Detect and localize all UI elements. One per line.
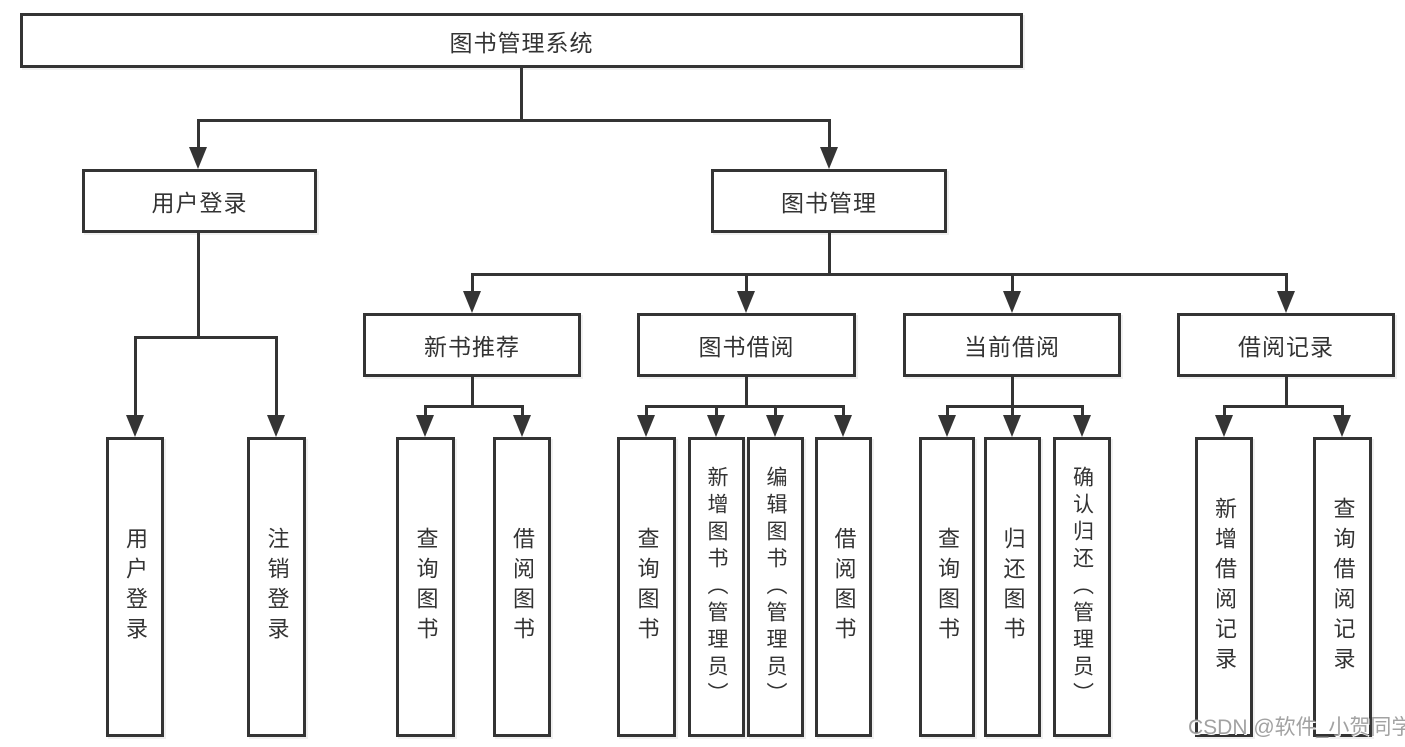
leaf-return-books: 归还图书 <box>984 437 1041 737</box>
connector-line <box>424 405 523 408</box>
arrowhead-down-icon <box>513 415 531 437</box>
connector-line <box>745 377 748 408</box>
node-book-management: 图书管理 <box>711 169 947 233</box>
leaf-edit-books-admin: 编辑图书（管理员） <box>747 437 804 737</box>
leaf-borrow-books: 借阅图书 <box>815 437 872 737</box>
arrowhead-down-icon <box>416 415 434 437</box>
connector-line <box>197 119 200 149</box>
node-book-borrow: 图书借阅 <box>637 313 856 377</box>
node-new-book-recommend: 新书推荐 <box>363 313 581 377</box>
connector-line <box>1285 377 1288 408</box>
connector-line <box>1285 273 1288 293</box>
arrowhead-down-icon <box>637 415 655 437</box>
connector-line <box>521 405 524 417</box>
arrowhead-down-icon <box>1073 415 1091 437</box>
connector-line <box>1341 405 1344 417</box>
csdn-watermark: CSDN @软件_小贺同学 <box>1188 716 1405 739</box>
connector-line <box>275 336 278 417</box>
arrowhead-down-icon <box>737 291 755 313</box>
arrowhead-down-icon <box>820 147 838 169</box>
connector-line <box>520 68 523 119</box>
node-user-login: 用户登录 <box>82 169 317 233</box>
connector-line <box>134 336 278 339</box>
node-root: 图书管理系统 <box>20 13 1023 68</box>
connector-line <box>1011 405 1014 417</box>
connector-line <box>645 405 844 408</box>
connector-line <box>828 233 831 276</box>
arrowhead-down-icon <box>267 415 285 437</box>
leaf-add-books-admin: 新增图书（管理员） <box>688 437 745 737</box>
leaf-add-borrow-record: 新增借阅记录 <box>1195 437 1253 737</box>
connector-line <box>842 405 845 417</box>
connector-line <box>946 405 949 417</box>
connector-line <box>471 273 474 293</box>
arrowhead-down-icon <box>707 415 725 437</box>
arrowhead-down-icon <box>938 415 956 437</box>
arrowhead-down-icon <box>189 147 207 169</box>
leaf-confirm-return-admin: 确认归还（管理员） <box>1053 437 1111 737</box>
connector-line <box>745 273 748 293</box>
connector-line <box>1011 377 1014 408</box>
connector-line <box>1223 405 1226 417</box>
leaf-logout: 注销登录 <box>247 437 306 737</box>
leaf-query-books-borrow: 查询图书 <box>617 437 676 737</box>
connector-line <box>197 119 831 122</box>
leaf-query-books-current: 查询图书 <box>919 437 975 737</box>
arrowhead-down-icon <box>766 415 784 437</box>
node-current-borrow: 当前借阅 <box>903 313 1121 377</box>
leaf-query-borrow-record: 查询借阅记录 <box>1313 437 1372 737</box>
arrowhead-down-icon <box>1333 415 1351 437</box>
connector-line <box>645 405 648 417</box>
arrowhead-down-icon <box>463 291 481 313</box>
connector-line <box>1223 405 1342 408</box>
node-borrow-records: 借阅记录 <box>1177 313 1395 377</box>
arrowhead-down-icon <box>834 415 852 437</box>
arrowhead-down-icon <box>1277 291 1295 313</box>
arrowhead-down-icon <box>1003 415 1021 437</box>
connector-line <box>134 336 137 417</box>
arrowhead-down-icon <box>126 415 144 437</box>
connector-line <box>471 273 1287 276</box>
connector-line <box>946 405 1083 408</box>
connector-line <box>1081 405 1084 417</box>
connector-line <box>715 405 718 417</box>
arrowhead-down-icon <box>1003 291 1021 313</box>
leaf-borrow-books-recommend: 借阅图书 <box>493 437 551 737</box>
leaf-user-login: 用户登录 <box>106 437 164 737</box>
arrowhead-down-icon <box>1215 415 1233 437</box>
connector-line <box>424 405 427 417</box>
connector-line <box>828 119 831 149</box>
connector-line <box>197 233 200 339</box>
leaf-query-books-recommend: 查询图书 <box>396 437 455 737</box>
connector-line <box>1011 273 1014 293</box>
connector-line <box>471 377 474 408</box>
connector-line <box>774 405 777 417</box>
